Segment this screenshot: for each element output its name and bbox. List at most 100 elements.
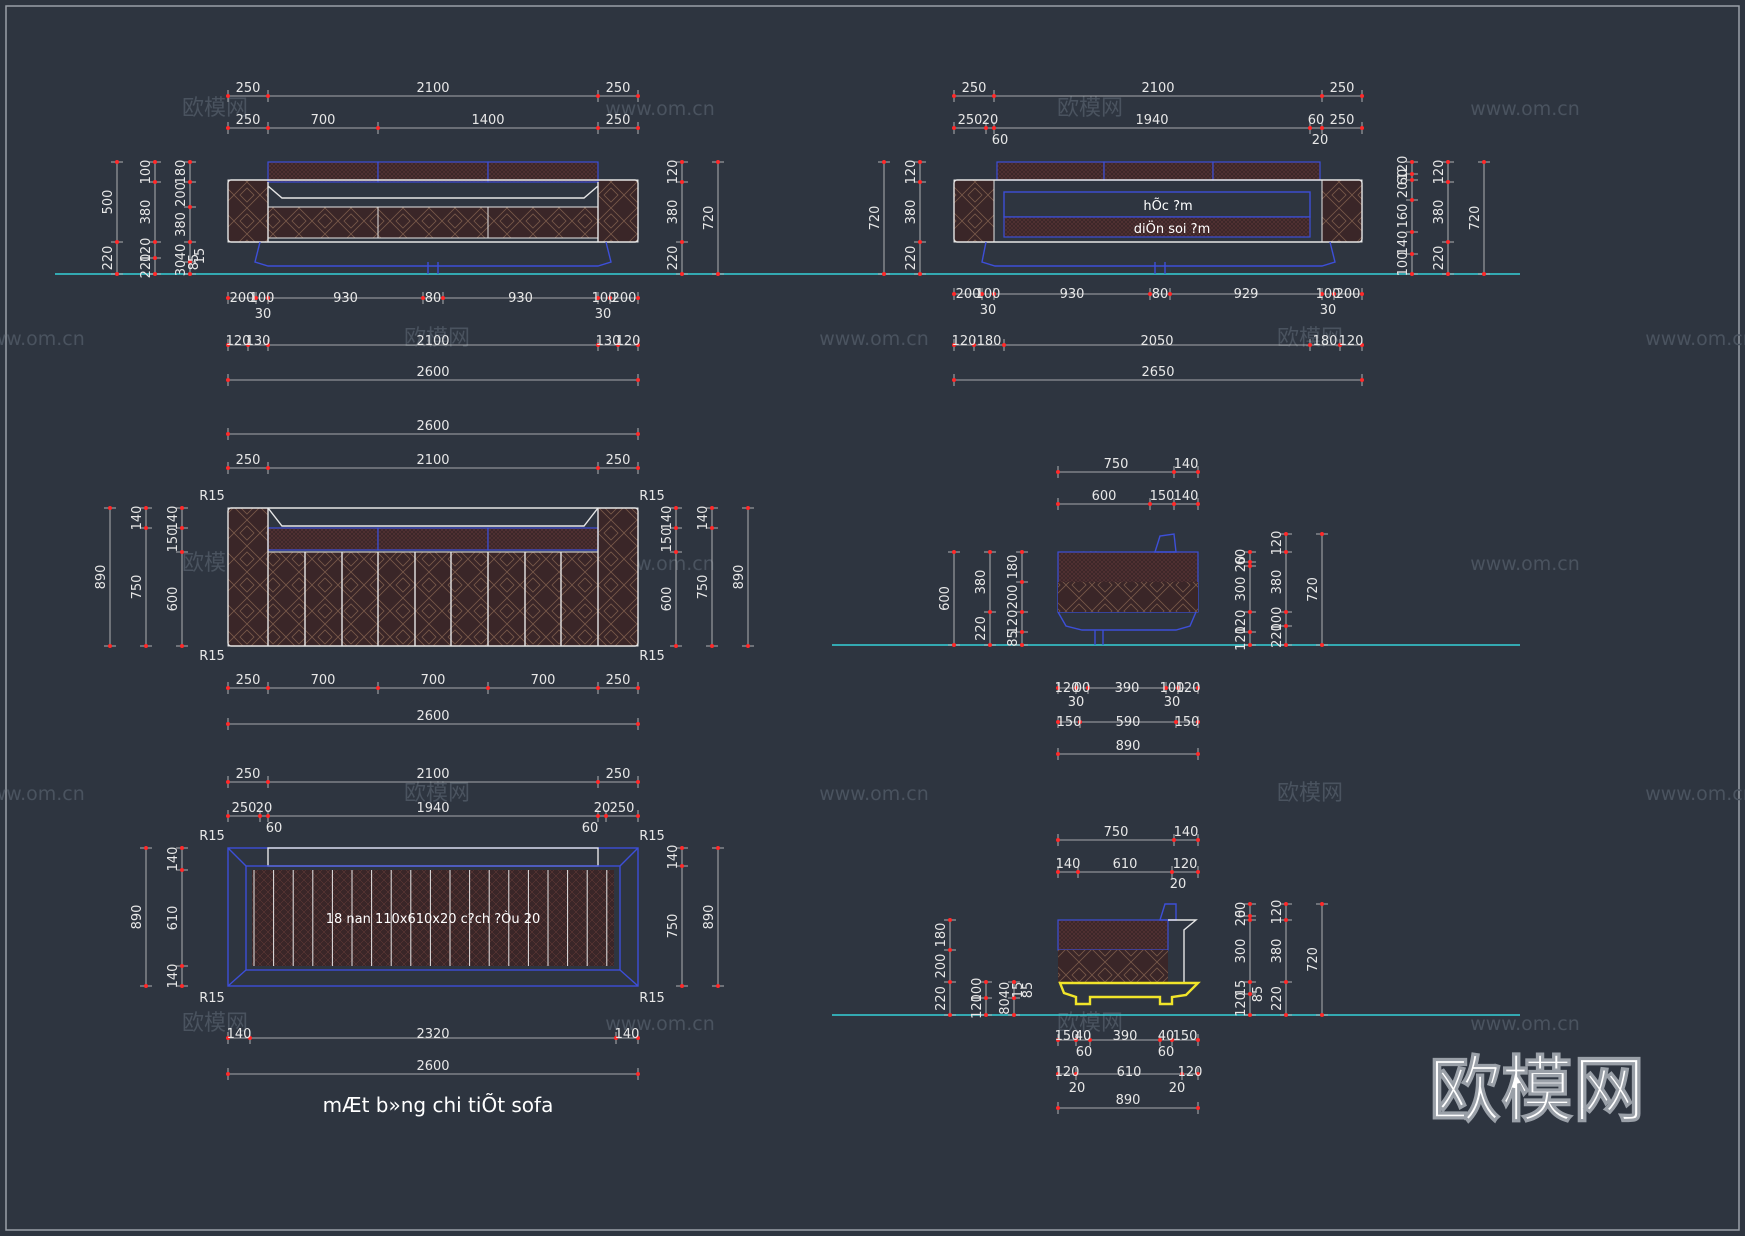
dimension-tick — [980, 292, 984, 296]
dimension-label: 120 — [139, 238, 154, 263]
side-seat — [1058, 582, 1198, 612]
dimension-tick — [1172, 470, 1176, 474]
dimension-label: 200 — [1336, 287, 1361, 302]
dimension-tick — [153, 240, 157, 244]
dimension-label: 380 — [666, 200, 681, 225]
watermark-url: www.om.cn — [0, 328, 85, 350]
base-back-rail — [267, 847, 599, 867]
dimension-tick — [988, 550, 992, 554]
dimension-tick — [266, 814, 270, 818]
dimension-label: 750 — [1104, 825, 1129, 840]
dimension-tick — [1338, 343, 1342, 347]
dimension-label: 30 — [255, 307, 272, 322]
dimension-tick — [188, 205, 192, 209]
dimension-tick — [188, 260, 192, 264]
dimension-tick — [188, 180, 192, 184]
dimension-tick — [1308, 343, 1312, 347]
dimension-label: 30 — [1320, 303, 1337, 318]
dimension-tick — [266, 126, 270, 130]
front-seat-3 — [487, 206, 599, 239]
dimension-label: 15 — [1234, 980, 1249, 997]
dimension-tick — [1446, 272, 1450, 276]
front-back-cushion-2 — [377, 161, 489, 183]
dimension-tick — [680, 984, 684, 988]
dimension-tick — [376, 686, 380, 690]
watermark-url: www.om.cn — [1645, 783, 1745, 805]
dimension-tick — [1012, 1013, 1016, 1017]
dimension-label: 30 — [980, 303, 997, 318]
dimension-tick — [1360, 343, 1364, 347]
dimension-label: 20 — [1170, 877, 1187, 892]
dimension-label: 1940 — [416, 801, 449, 816]
dimension-label: 180 — [1006, 555, 1021, 580]
dimension-tick — [1158, 1038, 1162, 1042]
dimension-tick — [1248, 610, 1252, 614]
dimension-tick — [1074, 1072, 1078, 1076]
dimension-tick — [1172, 502, 1176, 506]
dimension-tick — [226, 814, 230, 818]
dimension-tick — [1078, 720, 1082, 724]
dimension-tick — [1174, 720, 1178, 724]
dimension-tick — [1012, 996, 1016, 1000]
dimension-label: 2100 — [416, 334, 449, 349]
dimension-tick — [1012, 980, 1016, 984]
dimension-tick — [1284, 610, 1288, 614]
dimension-tick — [710, 506, 714, 510]
dimension-label: 890 — [94, 565, 109, 590]
dimension-tick — [180, 550, 184, 554]
dimension-tick — [180, 506, 184, 510]
dimension-label: 00 — [1074, 681, 1091, 696]
dimension-tick — [1284, 550, 1288, 554]
front-seat-1 — [267, 206, 379, 239]
dimension-tick — [984, 126, 988, 130]
front-seat-lines — [267, 182, 599, 242]
dimension-label: 120 — [1055, 681, 1080, 696]
dimension-tick — [254, 296, 258, 300]
dimension-label: R15 — [639, 649, 665, 664]
dimension-tick — [188, 272, 192, 276]
dimension-tick — [952, 343, 956, 347]
dimension-tick — [376, 126, 380, 130]
dimension-tick — [1248, 1013, 1252, 1017]
dimension-tick — [1284, 980, 1288, 984]
dimension-tick — [226, 1072, 230, 1076]
dimension-tick — [1248, 560, 1252, 564]
dimension-tick — [988, 643, 992, 647]
dimension-label: 750 — [666, 914, 681, 939]
dimension-tick — [108, 644, 112, 648]
dimension-label: 720 — [1306, 577, 1321, 602]
dimension-label: 200 — [934, 954, 949, 979]
dimension-tick — [1020, 643, 1024, 647]
dimension-tick — [992, 292, 996, 296]
dimension-label: 40 — [1158, 1029, 1175, 1044]
section-arm — [1168, 919, 1198, 982]
dimension-tick — [716, 160, 720, 164]
watermark-url: www.om.cn — [1470, 1013, 1580, 1035]
dimension-label: 150 — [1175, 715, 1200, 730]
dimension-label: 720 — [868, 206, 883, 231]
dimension-tick — [636, 432, 640, 436]
dimension-tick — [1446, 240, 1450, 244]
dimension-label: 610 — [166, 906, 181, 931]
dimension-tick — [952, 94, 956, 98]
dimension-tick — [1446, 180, 1450, 184]
watermark-url: www.om.cn — [1645, 328, 1745, 350]
dimension-tick — [180, 846, 184, 850]
dimension-label: 100 — [976, 287, 1001, 302]
side-backrest — [1154, 533, 1177, 553]
dimension-label: 220 — [139, 254, 154, 279]
dimension-tick — [226, 343, 230, 347]
dimension-tick — [180, 868, 184, 872]
dimension-label: 930 — [333, 291, 358, 306]
dimension-label: 100 — [970, 978, 985, 1003]
watermark-brand: 欧模网 — [404, 326, 470, 351]
dimension-tick — [1148, 292, 1152, 296]
dimension-tick — [948, 918, 952, 922]
dimension-label: 30 — [1068, 695, 1085, 710]
dimension-tick — [180, 526, 184, 530]
dimension-tick — [1284, 1013, 1288, 1017]
dimension-tick — [1196, 502, 1200, 506]
label-hec: hÕc ?m — [1143, 198, 1192, 214]
dimension-label: 60 — [266, 821, 283, 836]
rear-right-arm — [1321, 179, 1363, 243]
